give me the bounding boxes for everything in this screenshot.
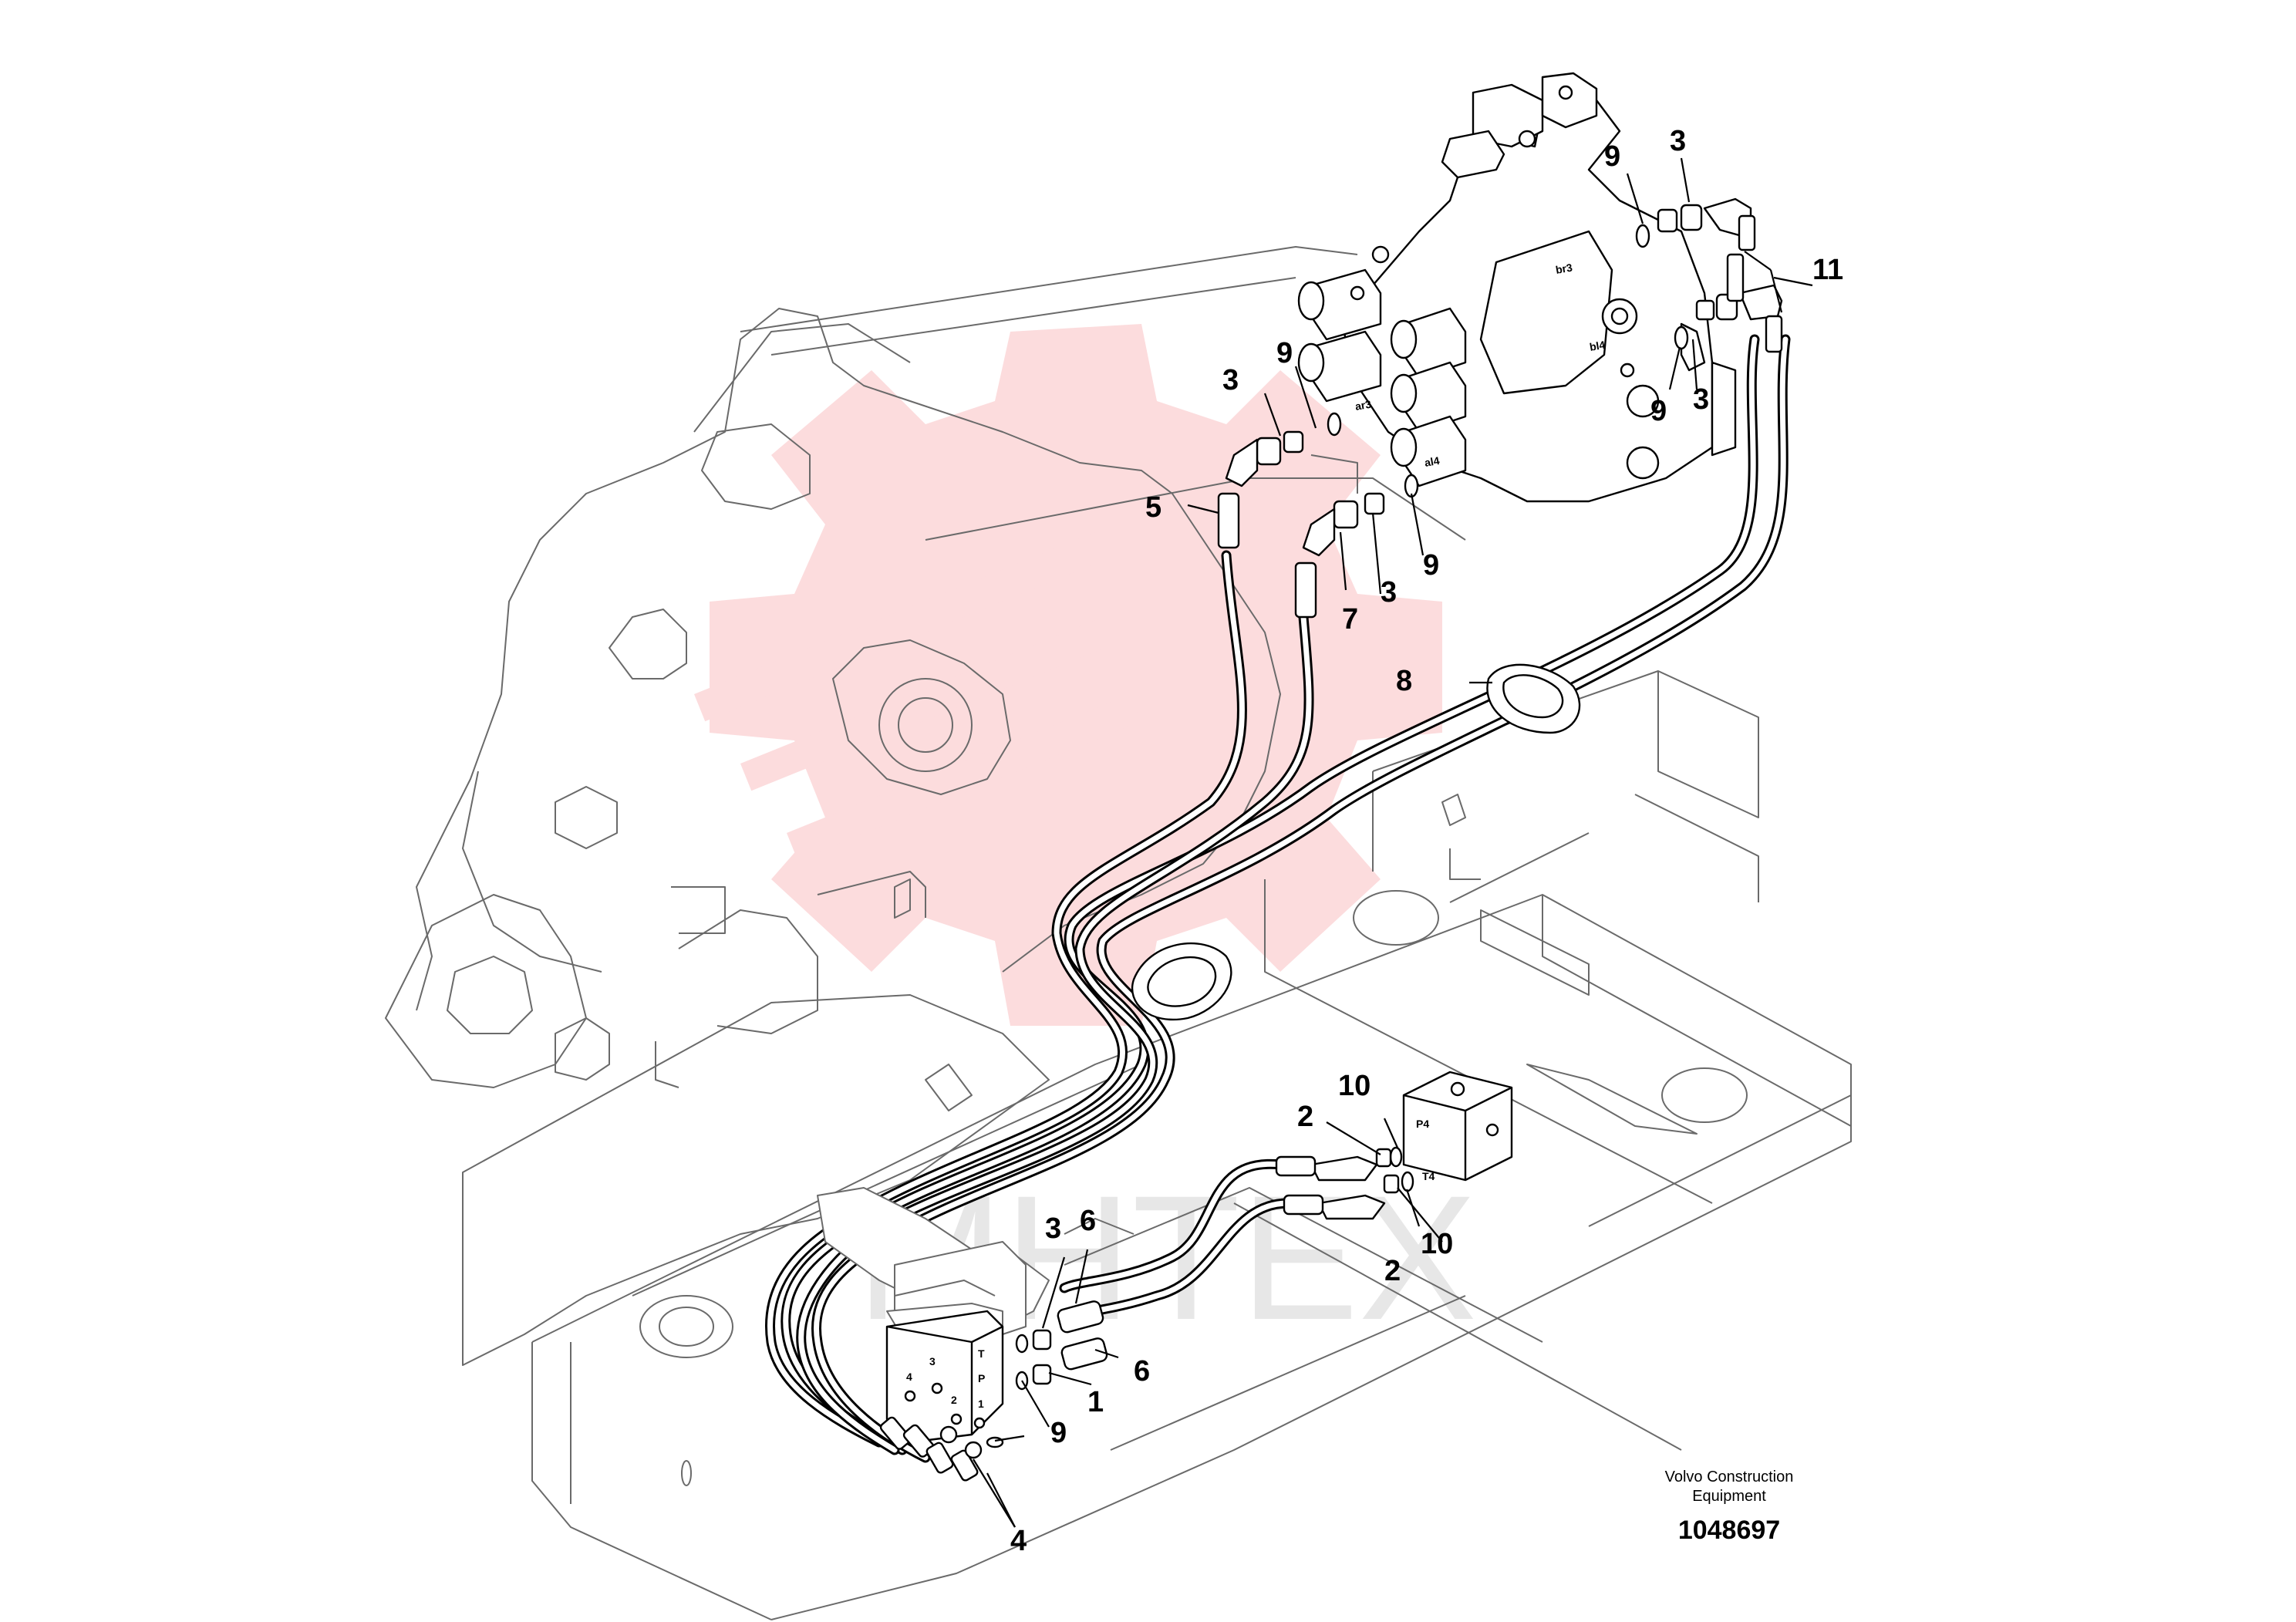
watermark-gear-icon <box>710 324 1442 1026</box>
hose-grommet-lower <box>1131 942 1232 1021</box>
leader-lines <box>973 157 1813 1528</box>
callout-2: 2 <box>1297 1101 1313 1133</box>
callout-3: 3 <box>1381 576 1397 609</box>
pedal-port-2-label: 2 <box>951 1394 957 1406</box>
valve-port-al4-label: al4 <box>1424 454 1441 469</box>
pedal-port-4-label: 4 <box>906 1371 912 1383</box>
pedal-valve-fittings <box>879 1300 1108 1482</box>
hose-bundle-short <box>765 550 1314 1455</box>
pedal-port-3-label: 3 <box>929 1355 936 1367</box>
callout-7: 7 <box>1342 603 1358 636</box>
callout-9: 9 <box>1604 140 1620 173</box>
document-number: 1048697 <box>1678 1516 1780 1545</box>
pedal-port-t-label: T <box>978 1347 985 1360</box>
pedal-port-p-label: P <box>978 1372 985 1384</box>
valve-fittings-right <box>1635 197 1783 353</box>
callout-3: 3 <box>1045 1212 1061 1245</box>
callout-9: 9 <box>1423 549 1439 582</box>
callout-11: 11 <box>1812 254 1843 286</box>
pilot-block: P4 T4 <box>1402 1071 1513 1182</box>
hose-bundle-long <box>781 334 1791 1463</box>
callout-9: 9 <box>1650 395 1667 427</box>
callout-8: 8 <box>1396 665 1412 697</box>
caption-line-2: Equipment <box>1692 1488 1766 1505</box>
callout-9: 9 <box>1276 337 1293 369</box>
callout-9: 9 <box>1050 1417 1067 1449</box>
callout-3: 3 <box>1222 364 1239 396</box>
callout-2: 2 <box>1384 1255 1401 1287</box>
callout-10: 10 <box>1421 1228 1453 1260</box>
callout-5: 5 <box>1145 491 1161 524</box>
valve-fittings-left <box>1217 412 1419 619</box>
hose-grommet-upper <box>1486 663 1581 734</box>
caption-block: Volvo Construction Equipment 1048697 <box>1665 1469 1794 1545</box>
callout-6: 6 <box>1080 1205 1096 1237</box>
valve-port-br3-label: br3 <box>1555 261 1573 276</box>
pedal-port-1-label: 1 <box>978 1398 984 1410</box>
watermark-bars-icon <box>694 532 1141 861</box>
valve-port-ar3-label: ar3 <box>1354 398 1373 413</box>
pilot-block-fittings <box>1275 1146 1414 1220</box>
hoses <box>765 334 1791 1463</box>
valve-port-bl4-label: bl4 <box>1589 339 1607 353</box>
callout-6: 6 <box>1134 1355 1150 1388</box>
callout-1: 1 <box>1087 1386 1104 1418</box>
block-port-t4-label: T4 <box>1422 1170 1435 1182</box>
control-valve: br3 bl4 ar3 al4 <box>1297 72 1737 503</box>
callout-4: 4 <box>1010 1525 1027 1557</box>
callout-3: 3 <box>1670 125 1686 157</box>
pedal-valve: T P 3 4 2 1 <box>817 1187 1050 1444</box>
callout-3: 3 <box>1693 383 1709 416</box>
callout-10: 10 <box>1338 1070 1371 1102</box>
caption-line-1: Volvo Construction <box>1665 1469 1794 1485</box>
upper-frame <box>385 246 1466 1366</box>
callouts: 9 3 11 9 3 3 9 5 7 3 9 8 10 2 10 2 3 6 6… <box>1010 125 1843 1557</box>
block-port-p4-label: P4 <box>1416 1118 1429 1130</box>
